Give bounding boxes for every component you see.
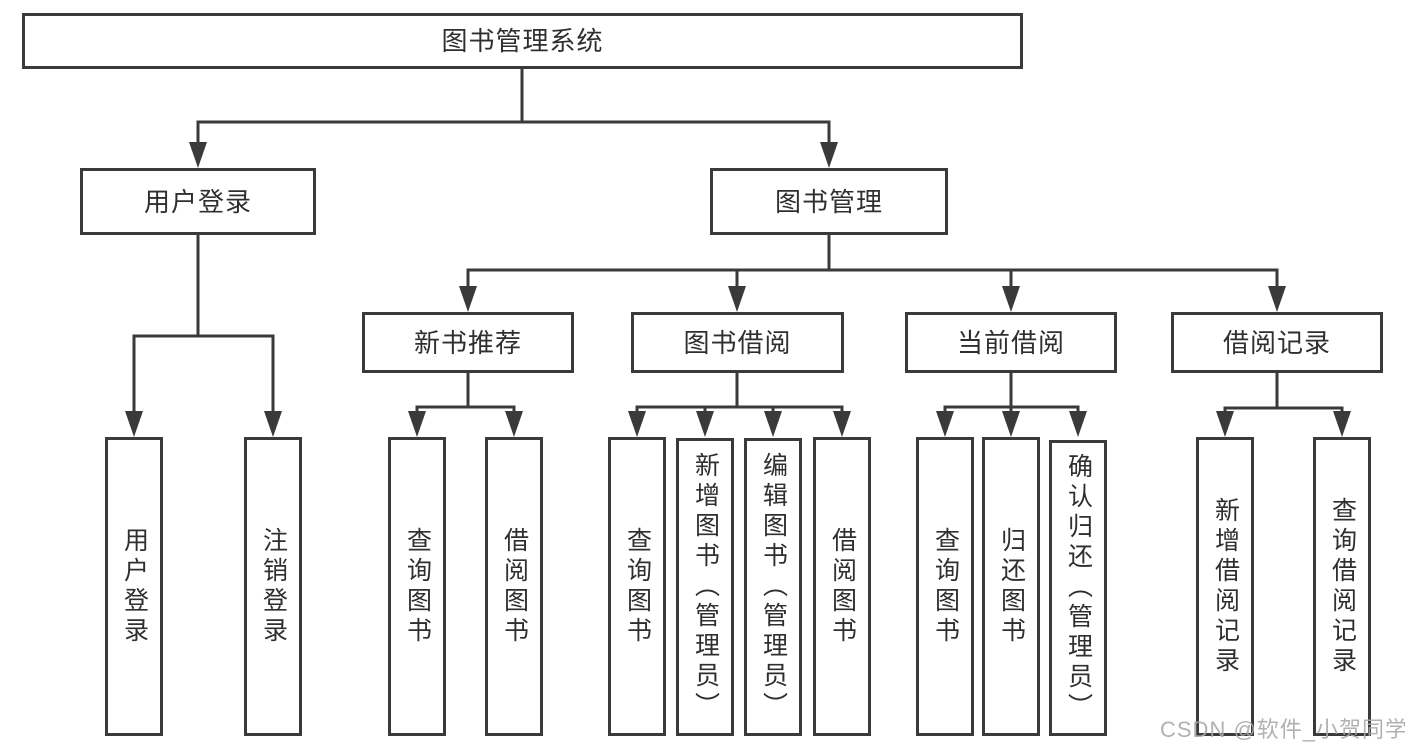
arrowhead-icon [125,411,143,437]
node-label: 用户登录 [120,526,149,647]
arrowhead-icon [1002,411,1020,437]
node-label: 图书管理 [774,186,883,217]
leaf-logout: 注销登录 [244,437,302,736]
arrowhead-icon [1268,286,1286,312]
connector-book-management [466,235,1279,288]
watermark: CSDN @软件_小贺同学 [1160,717,1405,742]
arrowhead-icon [408,411,426,437]
arrowhead-icon [189,142,207,168]
arrowhead-icon [459,286,477,312]
arrowhead-icon [936,411,954,437]
arrowhead-icon [820,142,838,168]
connector-book-borrow [635,373,844,414]
leaf-add-books-admin: 新增图书（管理员） [676,438,734,736]
connector-user-login [132,234,275,413]
arrowhead-icon [833,411,851,437]
leaf-newrec-borrow-books: 借阅图书 [485,437,543,736]
node-label: 确认归还（管理员） [1064,453,1093,723]
leaf-borrow-books: 借阅图书 [813,437,871,736]
arrowhead-icon [264,411,282,437]
node-label: 用户登录 [143,186,252,217]
node-label: 查询图书 [931,526,960,647]
leaf-borrow-query-books: 查询图书 [608,437,666,736]
node-label: 查询图书 [623,526,652,647]
arrowhead-icon [764,411,782,437]
arrowhead-icon [696,411,714,437]
node-label: 当前借阅 [956,327,1065,358]
arrowhead-icon [1002,286,1020,312]
connector-borrow-records [1223,373,1344,414]
node-label: 注销登录 [259,526,288,647]
node-label: 查询图书 [403,526,432,647]
node-book-management: 图书管理 [710,168,948,235]
leaf-return-books: 归还图书 [982,437,1040,736]
arrowhead-icon [628,411,646,437]
arrowhead-icon [1069,411,1087,437]
arrowhead-icon [728,286,746,312]
arrowhead-icon [1216,411,1234,437]
node-label: 图书管理系统 [441,26,604,56]
connector-root [196,67,831,144]
arrowhead-icon [1333,411,1351,437]
node-label: 编辑图书（管理员） [759,452,788,722]
connector-current-borrow [943,373,1080,414]
leaf-user-login: 用户登录 [105,437,163,736]
node-label: 新增借阅记录 [1211,496,1240,677]
leaf-add-borrow-record: 新增借阅记录 [1196,437,1254,736]
node-label: 借阅图书 [500,526,529,647]
leaf-confirm-return-admin: 确认归还（管理员） [1049,440,1107,736]
node-label: 新书推荐 [413,327,522,358]
node-label: 新增图书（管理员） [691,452,720,722]
connector-new-book-recommend [415,373,516,414]
node-book-borrow: 图书借阅 [631,312,844,373]
node-label: 借阅记录 [1222,327,1331,358]
node-label: 归还图书 [997,526,1026,647]
leaf-query-borrow-record: 查询借阅记录 [1313,437,1371,736]
node-new-book-recommend: 新书推荐 [362,312,574,373]
leaf-current-query-books: 查询图书 [916,437,974,736]
arrowheads [125,142,1351,437]
node-current-borrow: 当前借阅 [905,312,1117,373]
node-user-login: 用户登录 [80,168,316,235]
node-library-management-system: 图书管理系统 [22,13,1023,69]
node-label: 查询借阅记录 [1328,496,1357,677]
node-label: 图书借阅 [683,327,792,358]
leaf-edit-books-admin: 编辑图书（管理员） [744,438,802,736]
leaf-newrec-query-books: 查询图书 [388,437,446,736]
node-label: 借阅图书 [828,526,857,647]
node-borrow-records: 借阅记录 [1171,312,1383,373]
arrowhead-icon [505,411,523,437]
